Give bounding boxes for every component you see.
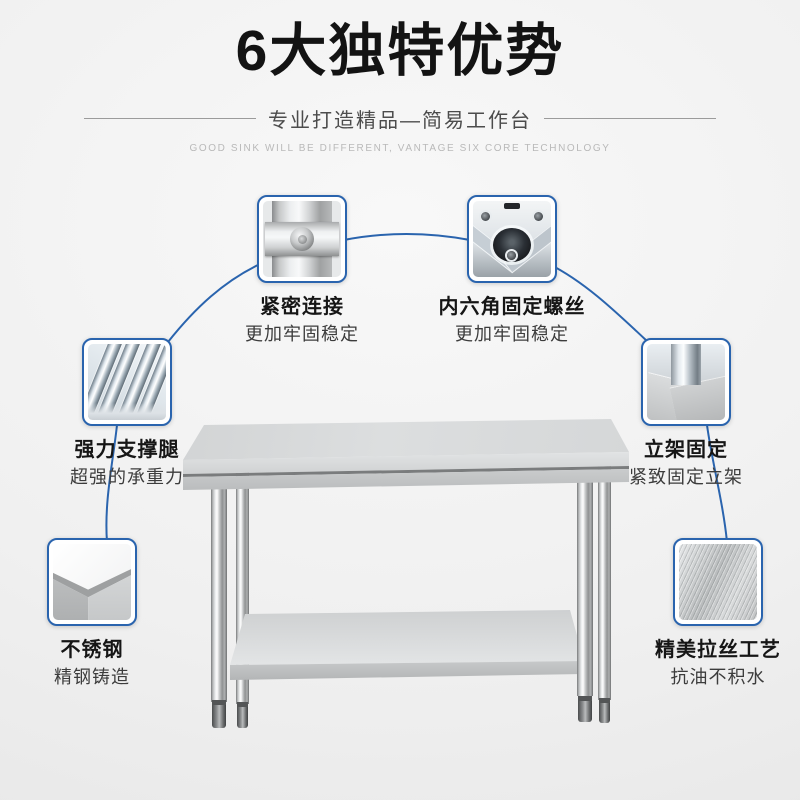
- table-top-seam: [183, 466, 629, 477]
- feature-title: 紧密连接: [260, 296, 344, 318]
- table-foot-front-right: [578, 696, 592, 722]
- fitting-art: [88, 403, 166, 420]
- feature-title: 立架固定: [644, 439, 728, 461]
- table-top-surface: [183, 419, 629, 460]
- subtitle-row: 专业打造精品—简易工作台: [0, 104, 800, 133]
- feature-desc: 抗油不积水: [670, 667, 766, 687]
- feature-title: 内六角固定螺丝: [438, 296, 586, 318]
- feature-title: 精美拉丝工艺: [655, 639, 781, 661]
- feature-title: 强力支撑腿: [74, 439, 180, 461]
- table-foot-front-left: [212, 700, 226, 728]
- feature-desc: 紧致固定立架: [629, 467, 743, 487]
- table-foot-back-left: [237, 702, 248, 728]
- screw-dot-art: [480, 211, 490, 221]
- feature-photo-frame: [257, 195, 347, 283]
- page-title: 6大独特优势: [235, 19, 565, 83]
- steel-tube-legs-photo: [88, 344, 166, 420]
- screw-core-art: [297, 234, 307, 244]
- hex-socket-screw-photo: [473, 201, 551, 277]
- table-leg-front-right: [577, 480, 593, 696]
- table-foot-back-right: [599, 698, 610, 723]
- feature-support-legs: 强力支撑腿 超强的承重力: [37, 338, 217, 489]
- feature-stainless-steel: 不锈钢 精钢铸造: [2, 538, 182, 689]
- table-lower-shelf: [230, 610, 584, 665]
- feature-brushed-finish: 精美拉丝工艺 抗油不积水: [628, 538, 800, 689]
- subtitle-rule-left: [84, 118, 256, 119]
- feature-photo-frame: [47, 538, 137, 626]
- feature-photo-frame: [673, 538, 763, 626]
- feature-photo-frame: [467, 195, 557, 283]
- feature-photo-frame: [641, 338, 731, 426]
- table-lower-shelf-edge: [230, 661, 584, 680]
- feature-stand-fixing: 立架固定 紧致固定立架: [596, 338, 776, 489]
- notch-art: [504, 202, 520, 209]
- brushed-finish-photo: [679, 544, 757, 620]
- screw-dot-art: [534, 211, 544, 221]
- subtitle: 专业打造精品—简易工作台: [268, 110, 532, 132]
- table-leg-back-right: [598, 460, 611, 700]
- feature-hex-socket-screw: 内六角固定螺丝 更加牢固稳定: [422, 195, 602, 346]
- feature-desc: 超强的承重力: [70, 467, 184, 487]
- pipe-joint-photo: [263, 201, 341, 277]
- screw-dot-art: [507, 251, 516, 261]
- subtitle-rule-right: [544, 118, 716, 119]
- tagline: GOOD SINK WILL BE DIFFERENT, VANTAGE SIX…: [189, 143, 611, 154]
- leg-bracket-photo: [647, 344, 725, 420]
- feature-desc: 更加牢固稳定: [245, 324, 359, 344]
- table-leg-front-left: [211, 484, 227, 702]
- feature-title: 不锈钢: [60, 639, 124, 661]
- feature-tight-connection: 紧密连接 更加牢固稳定: [212, 195, 392, 346]
- feature-desc: 更加牢固稳定: [455, 324, 569, 344]
- feature-photo-frame: [82, 338, 172, 426]
- leg-cylinder-art: [671, 344, 701, 386]
- stainless-corner-photo: [53, 544, 131, 620]
- feature-desc: 精钢铸造: [54, 667, 130, 687]
